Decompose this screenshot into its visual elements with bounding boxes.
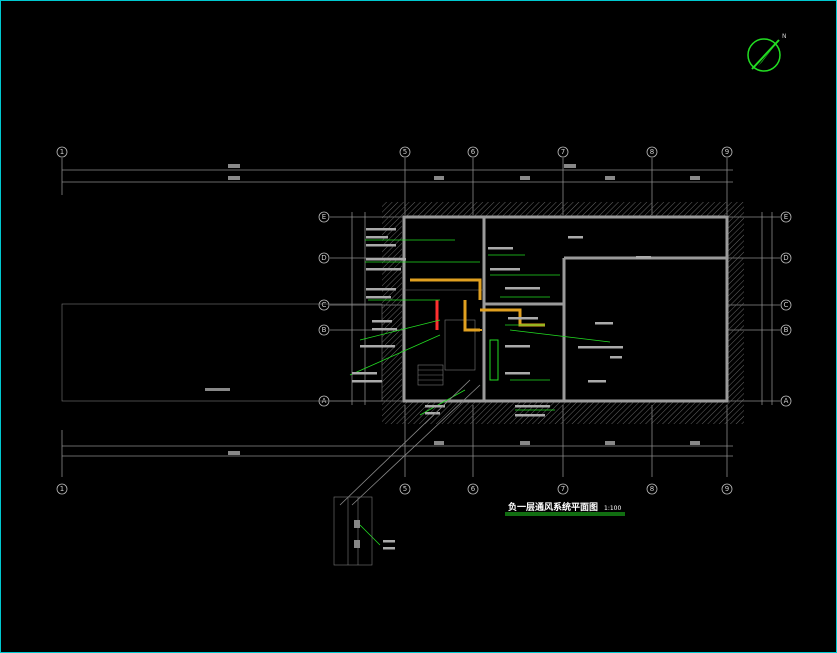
grid-label: 9 <box>725 485 729 493</box>
grid-bubble <box>721 483 733 495</box>
grid-bubble <box>646 483 658 495</box>
grid-bubble <box>557 483 569 495</box>
grid-label: C <box>784 301 789 309</box>
grid-label: E <box>784 213 788 221</box>
grid-label: 7 <box>561 148 565 156</box>
grid-label: B <box>784 326 789 334</box>
grid-label: C <box>322 301 327 309</box>
annotation-note <box>515 414 545 417</box>
grid-bubble <box>780 324 792 336</box>
grid-label: 9 <box>725 148 729 156</box>
grid-bubble <box>318 252 330 264</box>
north-arrow-icon: N <box>747 33 787 72</box>
grid-label: D <box>783 254 788 262</box>
annotation-note <box>505 287 540 290</box>
detail-section <box>333 379 481 566</box>
annotation-note <box>366 228 396 231</box>
annotation-note <box>610 356 622 359</box>
grid-bubble <box>318 299 330 311</box>
annotation-note <box>383 540 395 543</box>
annotation-note <box>490 268 520 271</box>
north-label: N <box>782 33 787 40</box>
grid-bubble <box>318 211 330 223</box>
grid-label: 5 <box>403 485 407 493</box>
grid-bubble <box>721 146 733 158</box>
annotation-note <box>372 328 397 331</box>
grid-label: 8 <box>650 148 654 156</box>
grid-label: A <box>784 397 789 405</box>
annotation-note <box>383 547 395 550</box>
annotation-note <box>568 236 583 239</box>
annotation-note <box>595 322 613 325</box>
grid-label: 6 <box>471 148 476 156</box>
drawing-title-block: 负一层通风系统平面图 1:100 <box>505 501 625 516</box>
annotation-note <box>508 317 538 320</box>
annotation-note <box>352 372 377 375</box>
annotation-note <box>366 244 396 247</box>
grid-bubble <box>56 483 68 495</box>
annotation-note <box>515 405 550 408</box>
grid-bubble <box>780 252 792 264</box>
grid-label: 1 <box>60 148 64 156</box>
annotation-note <box>352 380 382 383</box>
grid-label: 1 <box>60 485 64 493</box>
top-dimensions <box>62 164 733 457</box>
grid-label: D <box>321 254 326 262</box>
grid-bubble <box>557 146 569 158</box>
adjacent-building-outline <box>61 303 383 402</box>
grid-bubble <box>780 395 792 407</box>
grid-bubble <box>646 146 658 158</box>
annotations <box>349 239 560 546</box>
annotation-note <box>366 258 406 261</box>
grid-bubble <box>467 483 479 495</box>
annotation-note <box>425 405 445 408</box>
grid-label: 5 <box>403 148 407 156</box>
annotation-note <box>505 345 530 348</box>
grid-bubble <box>399 483 411 495</box>
grid-bubble <box>56 146 68 158</box>
annotation-note <box>488 247 513 250</box>
annotation-note <box>588 380 606 383</box>
annotation-note <box>366 288 396 291</box>
grid-label: B <box>322 326 327 334</box>
annotation-note <box>505 372 530 375</box>
grid-label: 7 <box>561 485 565 493</box>
annotation-note <box>366 236 388 239</box>
annotation-note <box>372 320 392 323</box>
walls <box>402 215 729 403</box>
annotation-note <box>578 346 623 349</box>
drawing-title: 负一层通风系统平面图 <box>508 501 598 513</box>
drawing-scale: 1:100 <box>604 505 621 512</box>
grid-bubble <box>780 211 792 223</box>
grid-bubble <box>780 299 792 311</box>
grid-bubble <box>318 324 330 336</box>
annotation-text <box>352 228 651 550</box>
grid-label: E <box>322 213 326 221</box>
annotation-note <box>360 345 395 348</box>
grid-bubble <box>399 146 411 158</box>
annotation-note <box>636 256 651 259</box>
annotation-note <box>425 412 440 415</box>
note-label <box>205 388 230 391</box>
annotation-note <box>366 268 401 271</box>
grid-label: 8 <box>650 485 654 493</box>
grid-bubble <box>467 146 479 158</box>
grid-label: 6 <box>471 485 476 493</box>
annotation-note <box>366 296 391 299</box>
